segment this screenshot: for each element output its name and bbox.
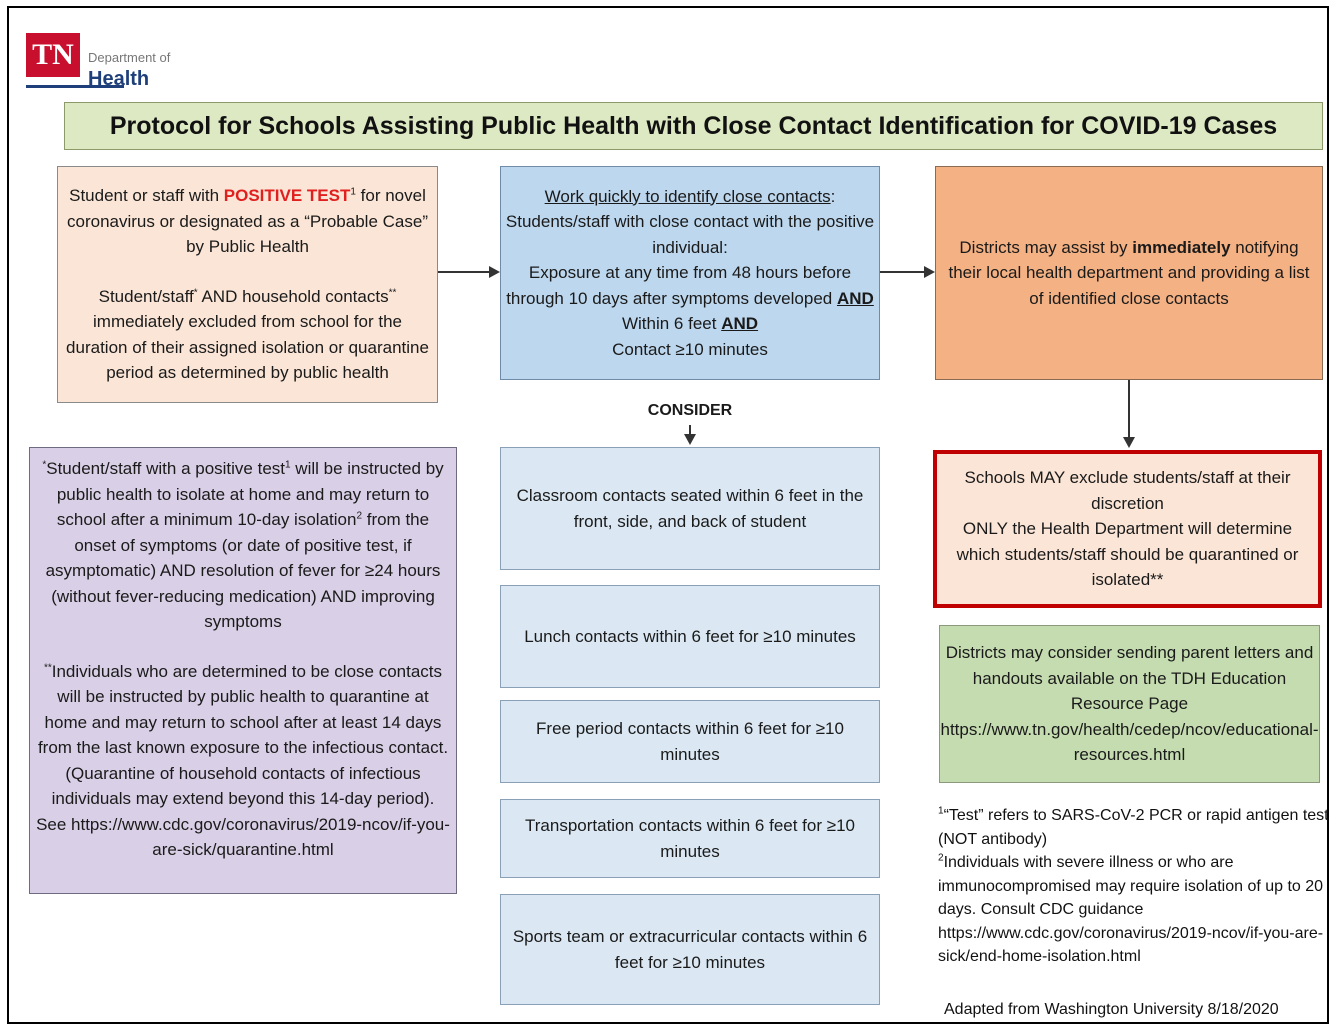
and-emphasis-2: AND	[721, 314, 759, 334]
isolation-paragraph: *Student/staff with a positive test1 wil…	[35, 456, 451, 635]
school-discretion-box: Schools MAY exclude students/staff at th…	[933, 450, 1322, 608]
arrow-head-right-1	[489, 266, 500, 278]
tdh-logo: TN Department of Health	[26, 33, 196, 93]
isolation-text-b: will be instructed by public health to i…	[56, 459, 444, 529]
arrow-box1-to-box2	[438, 271, 490, 273]
footnote-1: 1“Test” refers to SARS-CoV-2 PCR or rapi…	[938, 804, 1330, 851]
positive-test-text-pre: Student or staff with	[69, 186, 224, 206]
logo-health-text: Health	[88, 68, 150, 90]
district-notify-pre: Districts may assist by	[959, 237, 1133, 257]
footnote-2-marker: 2	[938, 852, 944, 864]
exposure-window-text: Exposure at any time from 48 hours befor…	[506, 263, 852, 308]
district-notify-box: Districts may assist by immediately noti…	[935, 166, 1323, 380]
consider-item-text: Transportation contacts within 6 feet fo…	[525, 816, 855, 861]
consider-item-free-period: Free period contacts within 6 feet for ≥…	[500, 700, 880, 783]
close-contact-definition: Students/staff with close contact with t…	[505, 212, 875, 257]
footnotes: 1“Test” refers to SARS-CoV-2 PCR or rapi…	[938, 804, 1330, 969]
consider-item-lunch: Lunch contacts within 6 feet for ≥10 min…	[500, 585, 880, 688]
positive-test-paragraph: Student or staff with POSITIVE TEST1 for…	[66, 183, 429, 260]
footnote-ref-double-star: **	[43, 661, 52, 673]
identify-contacts-box: Work quickly to identify close contacts:…	[500, 166, 880, 380]
footnote-ref-1: 1	[350, 186, 356, 198]
footnote-ref-1: 1	[285, 459, 291, 471]
arrow-box2-to-box3	[880, 271, 925, 273]
arrow-box3-to-red-box	[1128, 380, 1130, 438]
duration-line: Contact ≥10 minutes	[612, 339, 768, 359]
isolation-text-c: from the onset of symptoms (or date of p…	[45, 510, 441, 631]
arrow-head-down-1	[1123, 437, 1135, 448]
footnote-ref-star: *	[42, 459, 47, 471]
footnote-ref-double-star: **	[388, 287, 397, 299]
arrow-consider-down	[689, 425, 691, 435]
footnote-ref-2: 2	[356, 510, 362, 522]
district-notify-post: notifying their local health department …	[948, 237, 1310, 308]
quarantine-text: Individuals who are determined to be clo…	[36, 661, 450, 860]
positive-test-box: Student or staff with POSITIVE TEST1 for…	[57, 166, 438, 403]
exclusion-paragraph: Student/staff* AND household contacts** …	[66, 284, 429, 386]
exclusion-text-a: Student/staff	[98, 286, 194, 306]
isolation-text-a: Student/staff with a positive test	[46, 459, 286, 478]
page-title: Protocol for Schools Assisting Public He…	[64, 102, 1323, 150]
consider-item-transportation: Transportation contacts within 6 feet fo…	[500, 799, 880, 878]
heading-colon: :	[830, 186, 836, 206]
positive-test-emphasis: POSITIVE TEST	[223, 186, 351, 206]
distance-line: Within 6 feet AND	[622, 311, 758, 337]
consider-item-text: Free period contacts within 6 feet for ≥…	[536, 719, 844, 764]
parent-letters-text: Districts may consider sending parent le…	[940, 643, 1319, 765]
school-discretion-text: Schools MAY exclude students/staff at th…	[964, 468, 1291, 513]
footnote-ref-star: *	[193, 287, 198, 299]
identify-contacts-heading-line: Work quickly to identify close contacts:	[545, 184, 836, 210]
immediately-emphasis: immediately	[1132, 237, 1231, 257]
consider-item-sports: Sports team or extracurricular contacts …	[500, 894, 880, 1005]
footnote-1-marker: 1	[938, 805, 944, 817]
exclusion-text-c: immediately excluded from school for the…	[66, 312, 429, 383]
quarantine-paragraph: **Individuals who are determined to be c…	[35, 659, 451, 863]
exposure-window-line: Exposure at any time from 48 hours befor…	[505, 260, 875, 311]
footnote-2-text: Individuals with severe illness or who a…	[938, 854, 1324, 965]
isolation-quarantine-info-box: *Student/staff with a positive test1 wil…	[29, 447, 457, 894]
attribution: Adapted from Washington University 8/18/…	[944, 1001, 1279, 1018]
health-department-determination-text: ONLY the Health Department will determin…	[956, 519, 1299, 590]
consider-item-text: Sports team or extracurricular contacts …	[512, 927, 868, 972]
consider-item-classroom: Classroom contacts seated within 6 feet …	[500, 447, 880, 570]
logo-underline	[26, 85, 124, 88]
identify-contacts-heading: Work quickly to identify close contacts	[544, 186, 831, 206]
distance-text: Within 6 feet	[621, 314, 722, 334]
and-emphasis-1: AND	[836, 288, 874, 308]
footnote-1-text: “Test” refers to SARS-CoV-2 PCR or rapid…	[938, 807, 1329, 848]
consider-item-text: Lunch contacts within 6 feet for ≥10 min…	[524, 626, 856, 646]
footnote-2: 2Individuals with severe illness or who …	[938, 851, 1330, 969]
exclusion-text-b: AND household contacts	[197, 286, 389, 306]
parent-letters-box: Districts may consider sending parent le…	[939, 625, 1320, 783]
logo-department-text: Department of	[88, 50, 171, 65]
arrow-head-right-2	[924, 266, 935, 278]
positive-test-text-post: for novel coronavirus or designated as a…	[67, 186, 428, 257]
consider-item-text: Classroom contacts seated within 6 feet …	[516, 486, 864, 531]
arrow-head-down-2	[684, 434, 696, 445]
district-notify-text: Districts may assist by immediately noti…	[944, 235, 1314, 312]
tn-logo-mark: TN	[26, 33, 80, 77]
consider-label: CONSIDER	[647, 402, 733, 419]
